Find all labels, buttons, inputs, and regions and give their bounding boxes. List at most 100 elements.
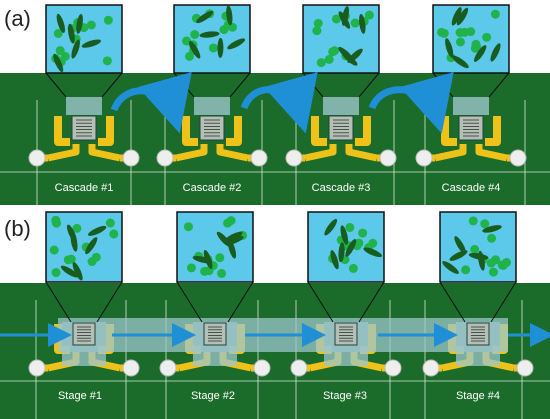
rod-particle — [71, 39, 80, 59]
spherical-particle — [219, 25, 229, 35]
sensor-chip — [72, 322, 96, 346]
rod-particle — [442, 261, 459, 274]
electrode-trace — [54, 116, 70, 146]
spherical-particle — [455, 28, 465, 38]
spherical-particle — [502, 257, 512, 267]
spherical-particle — [208, 43, 218, 53]
spherical-particle — [350, 18, 360, 28]
spherical-particle — [345, 222, 355, 232]
rod-particle — [452, 55, 469, 69]
rod-particle — [227, 38, 246, 50]
spherical-particle — [105, 218, 115, 228]
rod-particle — [60, 265, 79, 278]
contact-pad — [28, 359, 46, 377]
cascade-label-3: Cascade #3 — [312, 182, 371, 194]
spherical-particle — [182, 36, 192, 46]
rod-particle — [196, 10, 214, 24]
spherical-particle — [324, 54, 334, 64]
rod-particle — [81, 39, 101, 48]
spherical-particle — [109, 229, 119, 239]
spherical-particle — [486, 258, 496, 268]
rod-particle — [445, 38, 454, 58]
spherical-particle — [358, 228, 368, 238]
electrode-trace — [226, 116, 242, 146]
panel-a-label: (a) — [4, 6, 31, 31]
spherical-particle — [49, 245, 59, 255]
spherical-particle — [51, 215, 61, 225]
electrode-trace — [47, 144, 80, 162]
rod-particle — [341, 6, 349, 26]
spherical-particle — [312, 26, 322, 36]
rod-particle — [189, 40, 201, 59]
rod-particle — [203, 249, 213, 269]
stage-label-1: Stage #1 — [58, 390, 102, 402]
spherical-particle — [53, 28, 63, 38]
rod-particle — [490, 43, 501, 62]
rod-particle — [359, 13, 366, 34]
spherical-particle — [364, 10, 374, 20]
stage-label-2: Stage #2 — [191, 390, 235, 402]
spherical-particle — [183, 222, 193, 232]
zoom-funnel — [307, 281, 385, 323]
rod-particle — [363, 247, 383, 258]
rod-particle — [451, 7, 462, 26]
rod-particle — [340, 225, 349, 245]
zoom-funnel — [439, 281, 517, 323]
panel-a-transfer-arrows — [110, 72, 454, 134]
contact-pad — [122, 359, 140, 377]
contact-pad — [122, 149, 140, 167]
transfer-arrow — [240, 72, 318, 134]
spherical-particle — [223, 218, 233, 228]
contact-pad — [509, 149, 527, 167]
spherical-particle — [63, 255, 73, 265]
contact-pad — [422, 359, 440, 377]
spherical-particle — [348, 263, 358, 273]
panel-a-magnified-views — [45, 4, 510, 98]
spherical-particle — [471, 39, 481, 49]
rod-particle — [226, 5, 233, 26]
spherical-particle — [470, 244, 480, 254]
stage-label-3: Stage #3 — [323, 390, 367, 402]
spherical-particle — [313, 18, 323, 28]
sample-reservoir — [453, 97, 489, 115]
spherical-particle — [215, 253, 225, 263]
contact-pad — [159, 359, 177, 377]
contact-pad — [290, 359, 308, 377]
rod-particle — [224, 235, 244, 246]
rod-particle — [56, 13, 66, 33]
contact-pad — [379, 149, 397, 167]
panel-b: (b) Stage #1 Stage #2 Stage #3 Stage #4 — [0, 211, 550, 419]
spherical-particle — [488, 267, 498, 277]
sensor-chip — [334, 322, 358, 346]
panel-a-cascade-labels: Cascade #1 Cascade #2 Cascade #3 Cascade… — [55, 182, 501, 194]
spherical-particle — [468, 216, 478, 226]
rod-particle — [76, 14, 83, 34]
rod-particle — [456, 7, 469, 26]
spherical-particle — [91, 252, 101, 262]
electrode-trace — [304, 144, 337, 162]
spherical-particle — [103, 15, 113, 25]
rod-particle — [217, 37, 224, 58]
sensor-chip — [203, 322, 227, 346]
cascade-label-2: Cascade #2 — [183, 182, 242, 194]
electrode-trace — [98, 116, 114, 146]
electrode-trace — [485, 116, 501, 146]
contact-pad — [250, 149, 268, 167]
spherical-particle — [368, 238, 378, 248]
spherical-particle — [86, 20, 96, 30]
spherical-particle — [331, 14, 341, 24]
spherical-particle — [316, 58, 326, 68]
zoom-funnel — [45, 72, 123, 98]
zoom-funnel — [45, 281, 123, 323]
spherical-particle — [60, 51, 70, 61]
spherical-particle — [102, 56, 112, 66]
electrode-trace — [216, 144, 249, 162]
transfer-arrow — [368, 72, 454, 134]
panel-b-magnified-views — [45, 211, 517, 323]
rod-particle — [72, 262, 83, 281]
spherical-particle — [482, 32, 492, 42]
electrode-trace — [475, 144, 508, 162]
spherical-particle — [72, 223, 82, 233]
rod-particle — [338, 46, 354, 62]
